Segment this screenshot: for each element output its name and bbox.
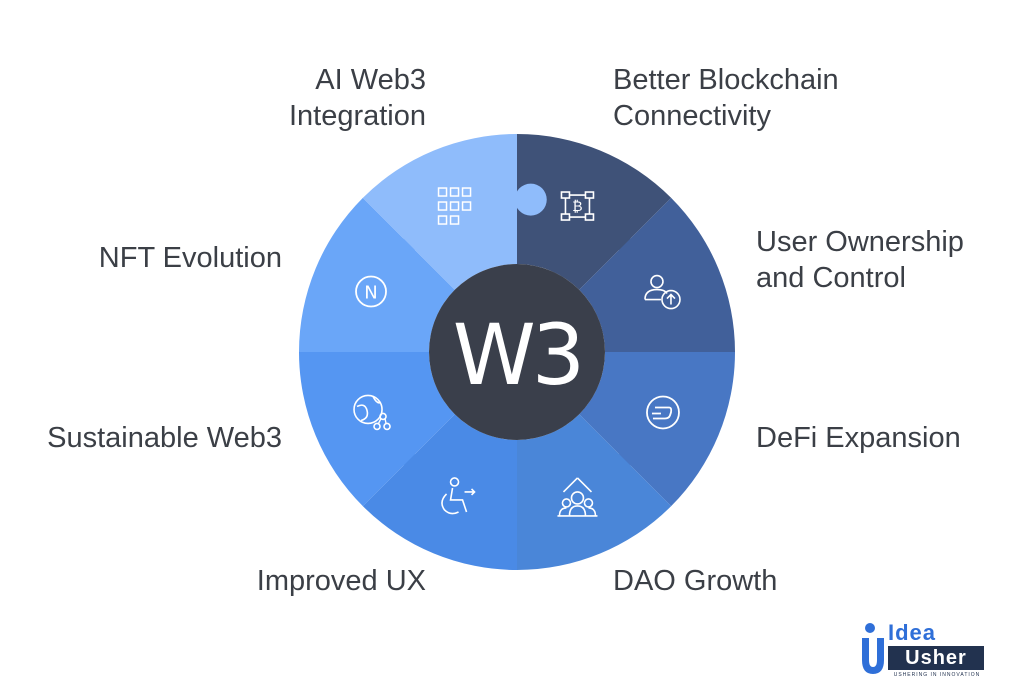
accessibility-icon (441, 477, 476, 515)
label-line: Connectivity (613, 100, 771, 132)
label-line: Better Blockchain (613, 64, 839, 96)
label-defi-expansion: DeFi Expansion (756, 420, 961, 456)
segment-dao-growth (517, 414, 672, 570)
label-better-blockchain-connectivity: Better Blockchain Connectivity (613, 62, 839, 134)
label-line: Integration (288, 100, 426, 132)
logo-u-mark-icon (862, 623, 884, 674)
segment-ai-web3-integration (362, 134, 517, 290)
segment-defi-expansion (579, 352, 735, 507)
label-line: and Control (756, 262, 906, 294)
user-upload-icon (644, 274, 681, 310)
segment-improved-ux (362, 414, 517, 570)
label-line: DeFi Expansion (756, 422, 961, 454)
logo-idea-text: Idea (888, 620, 937, 645)
community-growth-icon (557, 477, 598, 517)
segment-nft-evolution (299, 197, 455, 352)
puzzle-knob (514, 183, 547, 216)
center-w3-text: W3 (453, 306, 582, 404)
blockchain-network-icon: ₿ (560, 191, 595, 221)
nft-coin-icon: N (355, 275, 387, 308)
label-nft-evolution: NFT Evolution (99, 240, 282, 276)
label-sustainable-web3: Sustainable Web3 (47, 420, 282, 456)
label-line: Improved UX (256, 565, 426, 597)
label-ai-web3-integration: AI Web3 Integration (289, 62, 426, 134)
dash-coin-icon (646, 395, 680, 430)
label-line: User Ownership (756, 226, 964, 258)
globe-network-icon (353, 394, 391, 431)
center-hub (429, 264, 605, 440)
segment-better-blockchain-connectivity (517, 134, 672, 290)
svg-text:N: N (364, 283, 377, 304)
logo-tagline: USHERING IN INNOVATION (893, 672, 981, 678)
label-line: AI Web3 (315, 64, 426, 96)
label-line: NFT Evolution (98, 242, 282, 274)
idea-usher-logo: Idea Usher USHERING IN INNOVATION (858, 622, 988, 680)
label-line: Sustainable Web3 (47, 422, 282, 454)
ai-grid-icon (437, 187, 472, 225)
label-user-ownership-and-control: User Ownership and Control (756, 224, 964, 296)
label-dao-growth: DAO Growth (613, 563, 777, 599)
label-line: DAO Growth (613, 565, 778, 597)
label-improved-ux: Improved UX (257, 563, 426, 599)
svg-text:₿: ₿ (572, 199, 582, 215)
logo-usher-text: Usher (888, 646, 984, 670)
